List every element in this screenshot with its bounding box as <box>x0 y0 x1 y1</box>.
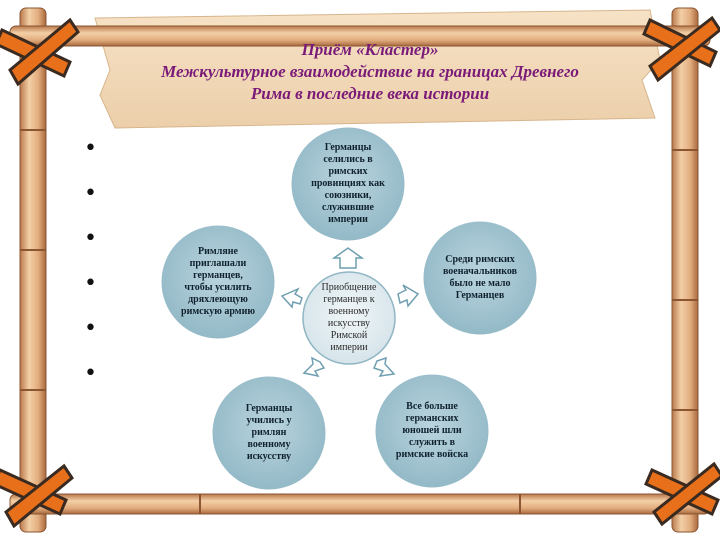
title-line-1: Приём «Кластер» <box>301 40 439 59</box>
node-line: Римляне <box>198 246 238 257</box>
bullet-point: • <box>84 226 97 251</box>
node-line: приглашали <box>189 258 247 269</box>
bullet-point: • <box>84 136 97 161</box>
node-line: было не мало <box>449 278 511 289</box>
node-line: военачальников <box>442 266 518 277</box>
arrow-left <box>280 287 303 309</box>
node-line: служить в <box>408 437 456 448</box>
node-top-text: Германцы селились в римских провинциях к… <box>298 134 398 234</box>
center-line: Приобщение <box>321 282 377 293</box>
node-right-circle <box>420 218 540 338</box>
node-line: римскую армию <box>181 306 255 317</box>
connector-arrows <box>280 247 420 378</box>
node-line: Германцы <box>324 142 372 153</box>
node-line: служившие <box>322 202 374 213</box>
node-line: германцев, <box>193 270 243 281</box>
node-line: германских <box>405 413 459 424</box>
center-line: германцев к <box>323 294 375 305</box>
center-circle <box>302 271 396 365</box>
left-pole <box>19 7 47 533</box>
title-line-3: Рима в последние века истории <box>250 84 490 103</box>
node-line: империи <box>328 214 368 225</box>
right-pole <box>671 7 699 533</box>
node-line: римских <box>328 166 368 177</box>
bullet-point: • <box>84 271 97 296</box>
node-line: искусству <box>246 451 292 462</box>
node-line: провинциях как <box>311 178 385 189</box>
node-line: римские войска <box>395 449 469 460</box>
arrow-bottom-right <box>372 356 396 377</box>
node-bottom-left-circle <box>209 373 329 493</box>
node-left-text: Римляне приглашали германцев, чтобы усил… <box>168 237 268 327</box>
node-left-circle <box>158 222 278 342</box>
node-line: Все больше <box>406 401 458 412</box>
node-bottom-right-text: Все больше германских юношей шли служить… <box>382 391 482 471</box>
ribbon-top-right <box>642 15 720 83</box>
title-line-2: Межкультурное взаимодействие на границах… <box>161 62 579 81</box>
center-line: военному <box>328 306 370 317</box>
arrow-bottom-left <box>302 356 326 378</box>
bullet-point: • <box>84 181 97 206</box>
slide-title: Приём «Кластер» Межкультурное взаимодейс… <box>110 28 630 116</box>
ribbon-top-left <box>0 17 80 87</box>
node-line: Германцы <box>245 403 293 414</box>
arrow-right <box>397 284 420 308</box>
node-line: дряхлеющую <box>188 294 248 305</box>
node-line: военному <box>247 439 291 450</box>
node-line: римлян <box>251 427 287 438</box>
arrow-top <box>331 247 365 269</box>
node-bottom-right-circle <box>372 371 492 491</box>
center-line: Римской <box>330 330 368 341</box>
node-line: Среди римских <box>445 254 515 265</box>
node-bottom-left-text: Германцы учились у римлян военному искус… <box>219 393 319 473</box>
node-line: юношей шли <box>402 425 462 436</box>
node-right-text: Среди римских военачальников было не мал… <box>430 238 530 318</box>
node-line: Германцев <box>455 290 505 301</box>
node-top-circle <box>288 124 408 244</box>
node-line: союзники, <box>324 190 372 201</box>
center-line: искусству <box>327 318 371 329</box>
bullet-list: • • • • • • <box>84 138 104 408</box>
ribbon-bottom-left <box>0 463 74 529</box>
node-line: учились у <box>246 415 292 426</box>
ribbon-bottom-right <box>644 461 720 527</box>
bullet-point: • <box>84 316 97 341</box>
center-line: империи <box>330 342 368 353</box>
bottom-pole <box>9 493 711 515</box>
center-text: Приобщение германцев к военному искусств… <box>305 276 393 360</box>
node-line: селились в <box>323 154 373 165</box>
node-line: чтобы усилить <box>184 282 252 293</box>
bullet-point: • <box>84 361 97 386</box>
